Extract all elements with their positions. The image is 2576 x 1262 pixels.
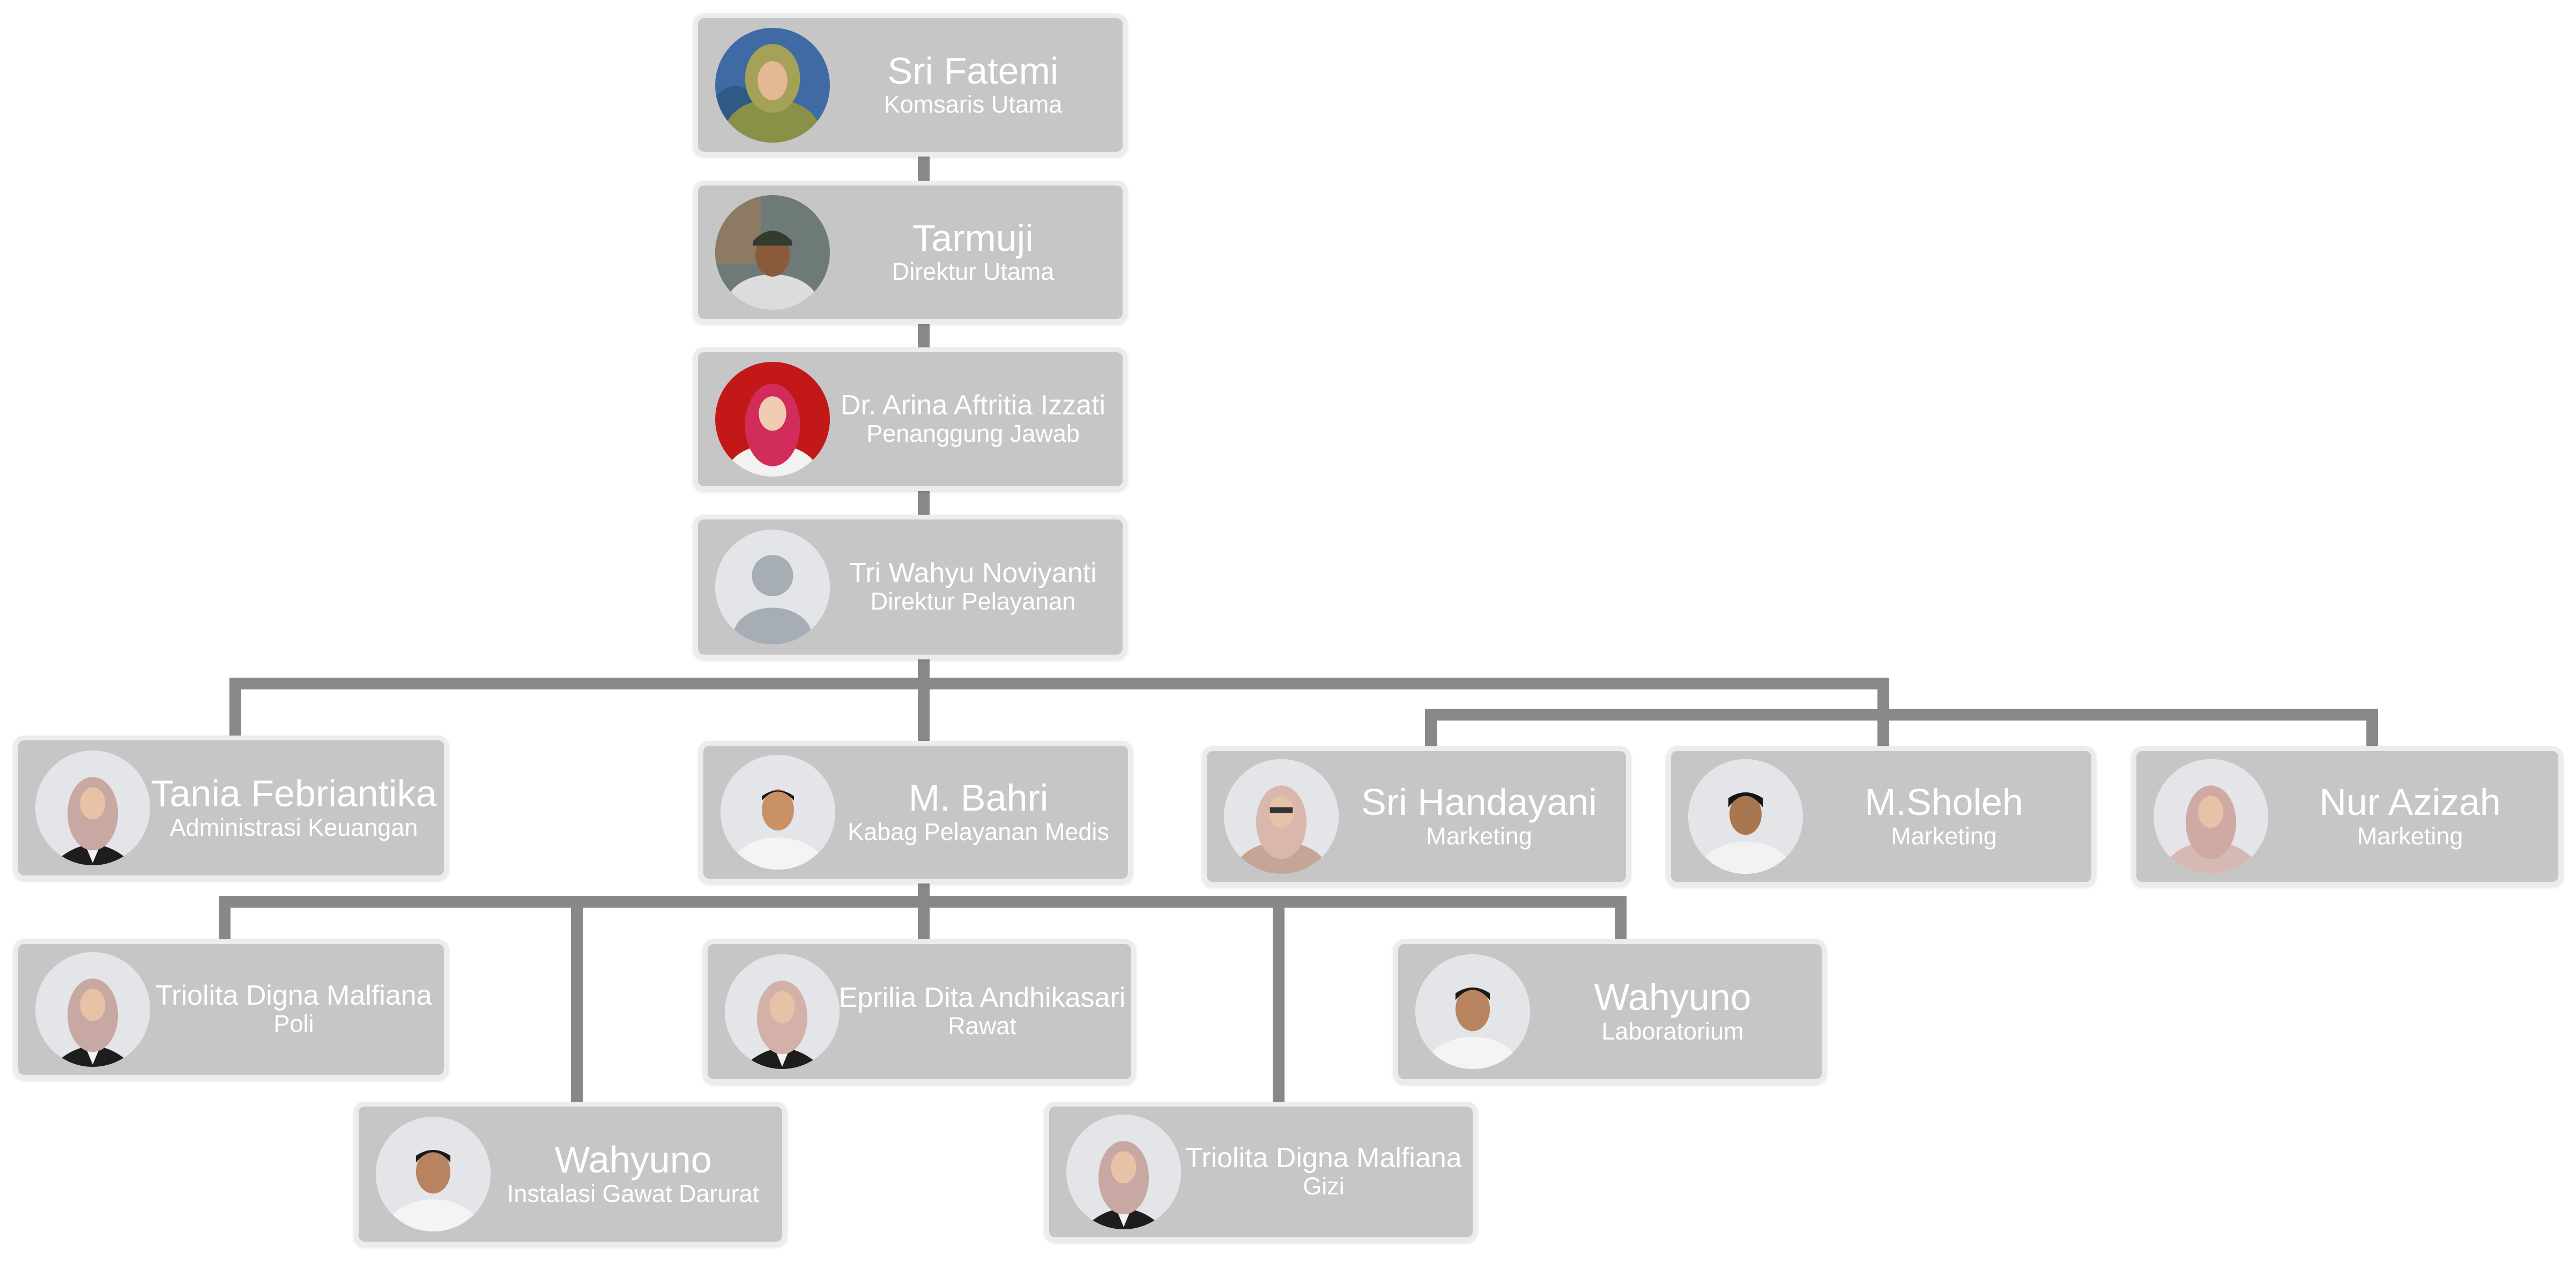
node-name: M.Sholeh (1865, 781, 2023, 823)
node-name: Tri Wahyu Noviyanti (849, 557, 1097, 589)
org-node-wahyuno-lab: Wahyuno Laboratorium (1393, 939, 1827, 1084)
node-role: Laboratorium (1601, 1017, 1744, 1045)
org-node-tarmuji: Tarmuji Direktur Utama (693, 181, 1127, 324)
hijab-pink-avatar (35, 751, 150, 865)
default-user-icon (715, 530, 830, 644)
node-role: Poli (273, 1010, 314, 1038)
node-role: Instalasi Gawat Darurat (507, 1179, 760, 1207)
node-role: Direktur Utama (892, 258, 1055, 286)
node-role: Gizi (1303, 1172, 1345, 1200)
node-role: Penanggung Jawab (866, 420, 1080, 448)
man-avatar (376, 1117, 491, 1231)
node-name: Dr. Arina Aftritia Izzati (840, 389, 1106, 421)
man-avatar (1415, 954, 1530, 1069)
node-role: Marketing (1891, 822, 1997, 850)
node-role: Kabag Pelayanan Medis (848, 818, 1109, 845)
org-node-triolita-poli: Triolita Digna Malfiana Poli (13, 939, 449, 1080)
hijab-pink-avatar (35, 952, 150, 1067)
node-name: Wahyuno (554, 1139, 712, 1181)
org-node-m-bahri: M. Bahri Kabag Pelayanan Medis (699, 741, 1133, 884)
hijab-pink-avatar (1066, 1115, 1181, 1229)
hijab-pink-avatar (725, 954, 840, 1069)
org-node-eprilia: Eprilia Dita Andhikasari Rawat (703, 939, 1136, 1084)
node-name: M. Bahri (908, 777, 1049, 819)
org-node-tania: Tania Febriantika Administrasi Keuangan (13, 736, 449, 880)
org-node-dr-arina: Dr. Arina Aftritia Izzati Penanggung Jaw… (693, 347, 1127, 491)
node-name: Sri Handayani (1361, 781, 1597, 823)
node-name: Nur Azizah (2319, 781, 2501, 823)
hijab-glasses-avatar (1224, 759, 1339, 874)
hijab-pink-avatar (2154, 759, 2268, 874)
man-avatar (721, 755, 835, 870)
org-node-sri-fatemi: Sri Fatemi Komsaris Utama (693, 13, 1127, 157)
node-name: Tania Febriantika (151, 773, 437, 815)
node-name: Triolita Digna Malfiana (1185, 1142, 1462, 1174)
node-name: Eprilia Dita Andhikasari (838, 982, 1126, 1013)
org-node-triolita-gizi: Triolita Digna Malfiana Gizi (1044, 1102, 1478, 1242)
node-name: Tarmuji (912, 217, 1034, 259)
org-node-nur-azizah: Nur Azizah Marketing (2132, 746, 2563, 887)
node-name: Sri Fatemi (887, 49, 1059, 92)
hijab-red-avatar (715, 362, 830, 477)
node-role: Rawat (948, 1012, 1016, 1040)
node-role: Marketing (1426, 822, 1532, 850)
young-man-avatar (1688, 759, 1803, 874)
node-name: Triolita Digna Malfiana (155, 979, 432, 1011)
org-node-wahyuno-igd: Wahyuno Instalasi Gawat Darurat (354, 1102, 787, 1246)
org-node-m-sholeh: M.Sholeh Marketing (1666, 746, 2096, 887)
hijab-green-avatar (715, 27, 830, 143)
org-node-tri-wahyu: Tri Wahyu Noviyanti Direktur Pelayanan (693, 515, 1127, 659)
node-name: Wahyuno (1594, 976, 1751, 1019)
man-cap-avatar (715, 195, 830, 310)
org-node-sri-handayani: Sri Handayani Marketing (1202, 746, 1631, 887)
node-role: Marketing (2357, 822, 2463, 850)
node-role: Administrasi Keuangan (169, 813, 418, 841)
node-role: Direktur Pelayanan (870, 588, 1076, 615)
node-role: Komsaris Utama (884, 91, 1063, 118)
